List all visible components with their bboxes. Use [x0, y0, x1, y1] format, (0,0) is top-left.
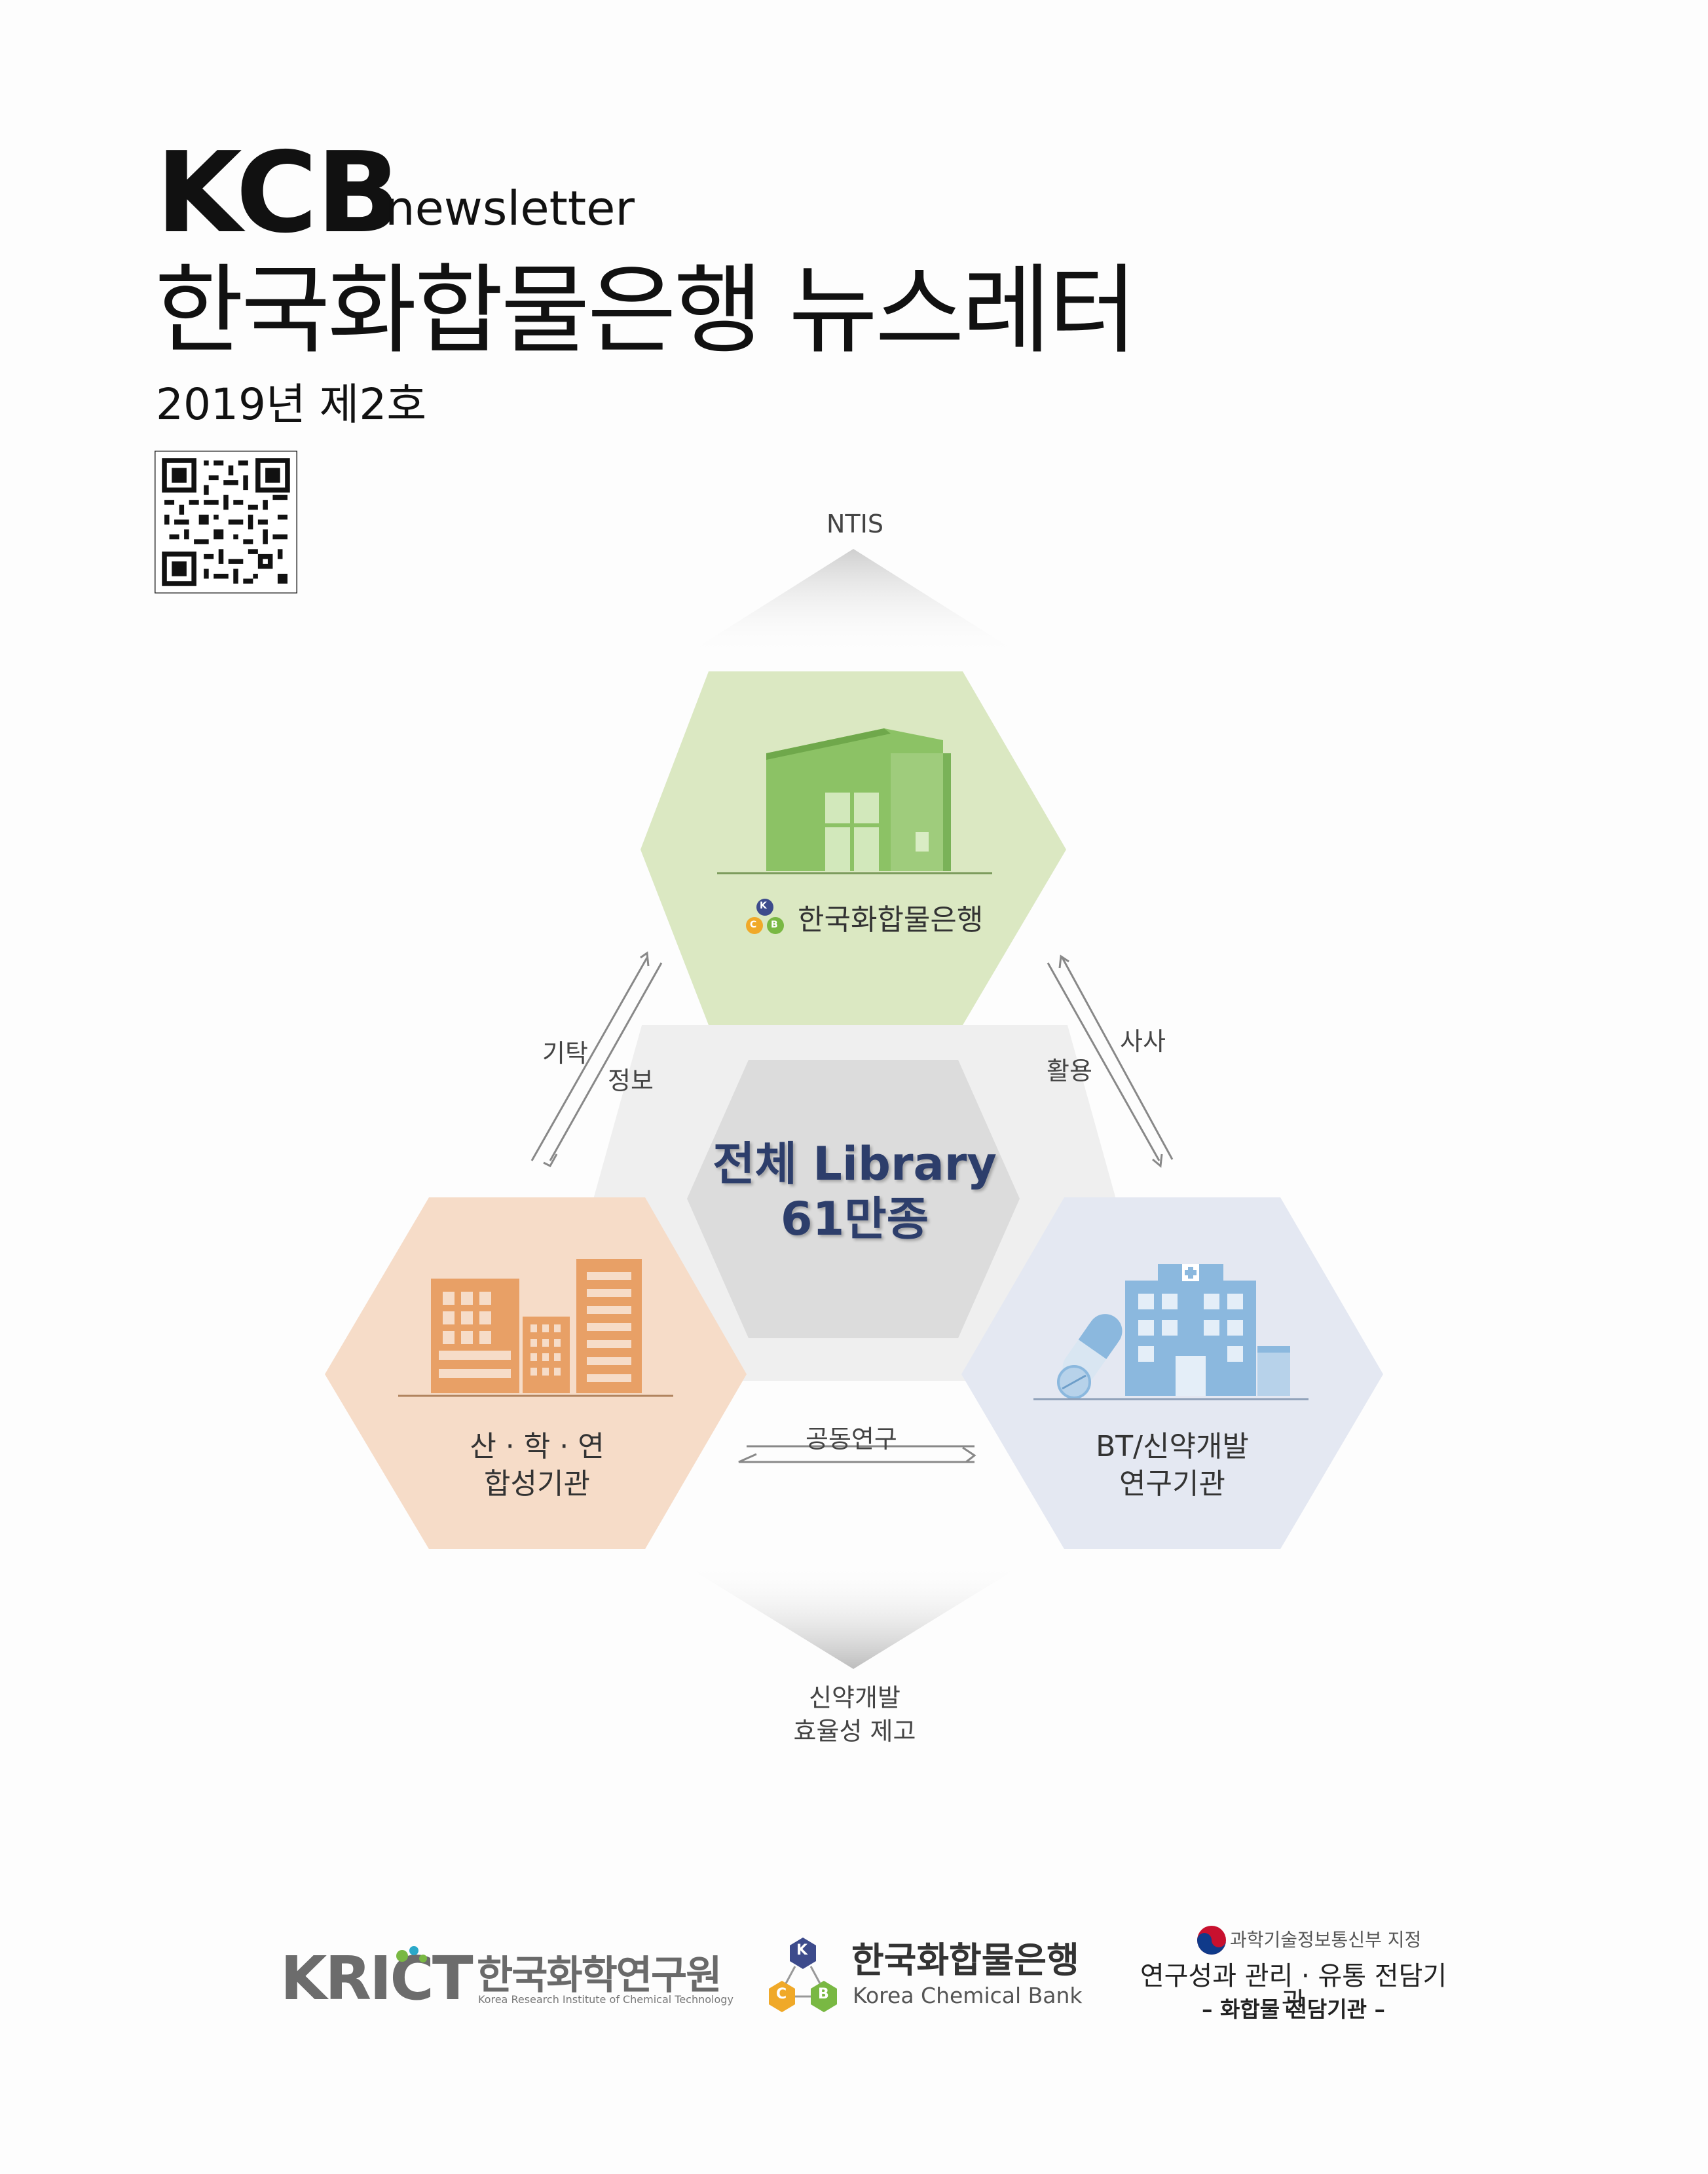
library-label: 전체 Library: [713, 1137, 997, 1191]
right-double-arrow: [1047, 954, 1174, 1168]
brand-title: KCB: [156, 128, 401, 258]
right-hex-label: BT/신약개발 연구기관: [1041, 1428, 1303, 1503]
ministry-designation: 과학기술정보통신부 지정: [1230, 1929, 1422, 1951]
right-arrow-label-1: 사사: [1120, 1027, 1166, 1056]
right-arrow-label-2: 활용: [1047, 1057, 1092, 1085]
joint-research-label: 공동연구: [806, 1425, 897, 1453]
bottom-label-line-2: 효율성 제고: [793, 1717, 916, 1746]
left-hex-label: 산 · 학 · 연 합성기관: [406, 1428, 668, 1503]
kcb-footer-title: 한국화합물은행: [851, 1940, 1079, 1981]
buildings-icon: [398, 1259, 673, 1397]
left-arrow-label-2: 정보: [608, 1066, 654, 1095]
center-hex: [687, 1060, 1020, 1338]
kcb-logo-icon: [746, 899, 784, 934]
right-hex-line-2: 연구기관: [1119, 1467, 1225, 1501]
library-value: 61만종: [780, 1192, 929, 1246]
issue-number: 2019년 제2호: [156, 379, 427, 430]
footer-logo-letter-k: K: [796, 1942, 808, 1958]
right-hex-line-1: BT/신약개발: [1096, 1430, 1249, 1463]
chemical-bank-building-icon: [717, 728, 992, 874]
center-designation: 연구성과 관리 · 유통 전담기관: [1140, 1961, 1447, 2017]
kcb-footer-logo-icon: [769, 1938, 837, 2012]
footer-logo-letter-b: B: [818, 1986, 829, 2002]
brand-subtitle: newsletter: [385, 181, 635, 236]
qr-code-icon[interactable]: [155, 451, 297, 593]
logo-letter-b: B: [771, 920, 778, 930]
svg-text:KRICT: KRICT: [280, 1943, 473, 2014]
library-count: 전체 Library 61만종: [681, 1136, 1028, 1246]
krict-logo: KRICT: [280, 1943, 475, 2014]
logo-letter-k: K: [760, 901, 767, 911]
bottom-label: 신약개발 효율성 제고: [760, 1681, 950, 1749]
left-hex-line-1: 산 · 학 · 연: [470, 1430, 604, 1463]
bottom-double-arrow: [738, 1445, 976, 1463]
kcb-footer-subtitle: Korea Chemical Bank: [853, 1983, 1083, 2008]
krict-english-name: Korea Research Institute of Chemical Tec…: [478, 1993, 733, 2006]
compound-designation: – 화합물 전담기관 –: [1202, 1996, 1385, 2022]
top-hex-label: 한국화합물은행: [798, 903, 984, 937]
hospital-icon: [1033, 1264, 1309, 1400]
krict-name: 한국화학연구원: [477, 1953, 722, 1998]
ministry-emblem-icon: [1197, 1926, 1226, 1955]
top-triangle: [680, 549, 1027, 658]
logo-letter-c: C: [750, 920, 757, 930]
bottom-label-line-1: 신약개발: [809, 1683, 900, 1712]
ntis-label: NTIS: [826, 510, 883, 538]
footer-logo-letter-c: C: [776, 1986, 787, 2002]
left-hex-line-2: 합성기관: [484, 1467, 590, 1501]
page-title: 한국화합물은행 뉴스레터: [155, 254, 1138, 367]
bottom-triangle: [680, 1562, 1027, 1669]
left-double-arrow: [530, 951, 663, 1167]
left-arrow-label-1: 기탁: [542, 1039, 588, 1068]
